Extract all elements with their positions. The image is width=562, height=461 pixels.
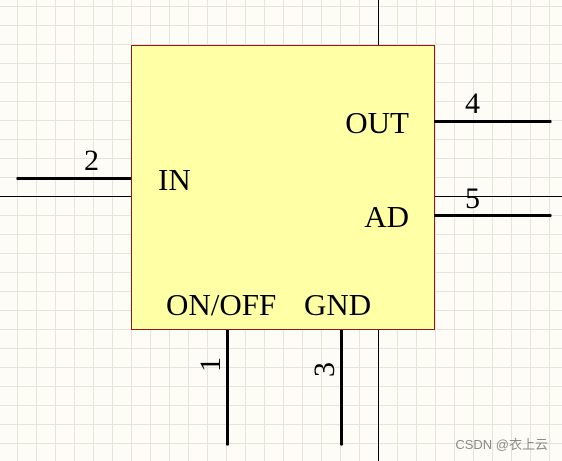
pin-gnd-label: GND <box>304 287 371 322</box>
pin-gnd-endpoint <box>339 442 344 446</box>
component-body[interactable] <box>131 45 435 330</box>
pin-out-label: OUT <box>345 105 409 140</box>
pin-gnd-number: 3 <box>308 362 341 377</box>
pin-out[interactable]: 4 OUT <box>345 87 552 140</box>
pin-ad-label: AD <box>364 199 409 234</box>
pin-onoff-endpoint <box>225 442 230 446</box>
pin-gnd[interactable]: 3 GND <box>304 287 371 446</box>
pin-ad-endpoint <box>548 213 552 218</box>
pin-out-number: 4 <box>465 87 480 120</box>
pin-ad-number: 5 <box>465 182 480 215</box>
pin-onoff-label: ON/OFF <box>166 287 276 322</box>
pin-onoff[interactable]: 1 ON/OFF <box>166 287 276 446</box>
pin-in-label: IN <box>158 162 191 197</box>
pin-onoff-number: 1 <box>194 357 227 372</box>
watermark: CSDN @衣上云 <box>455 437 548 452</box>
pin-in[interactable]: 2 IN <box>16 144 191 197</box>
pin-in-endpoint <box>16 176 20 181</box>
pin-out-endpoint <box>548 119 552 124</box>
pin-in-number: 2 <box>84 144 99 177</box>
pin-ad[interactable]: 5 AD <box>364 182 552 234</box>
